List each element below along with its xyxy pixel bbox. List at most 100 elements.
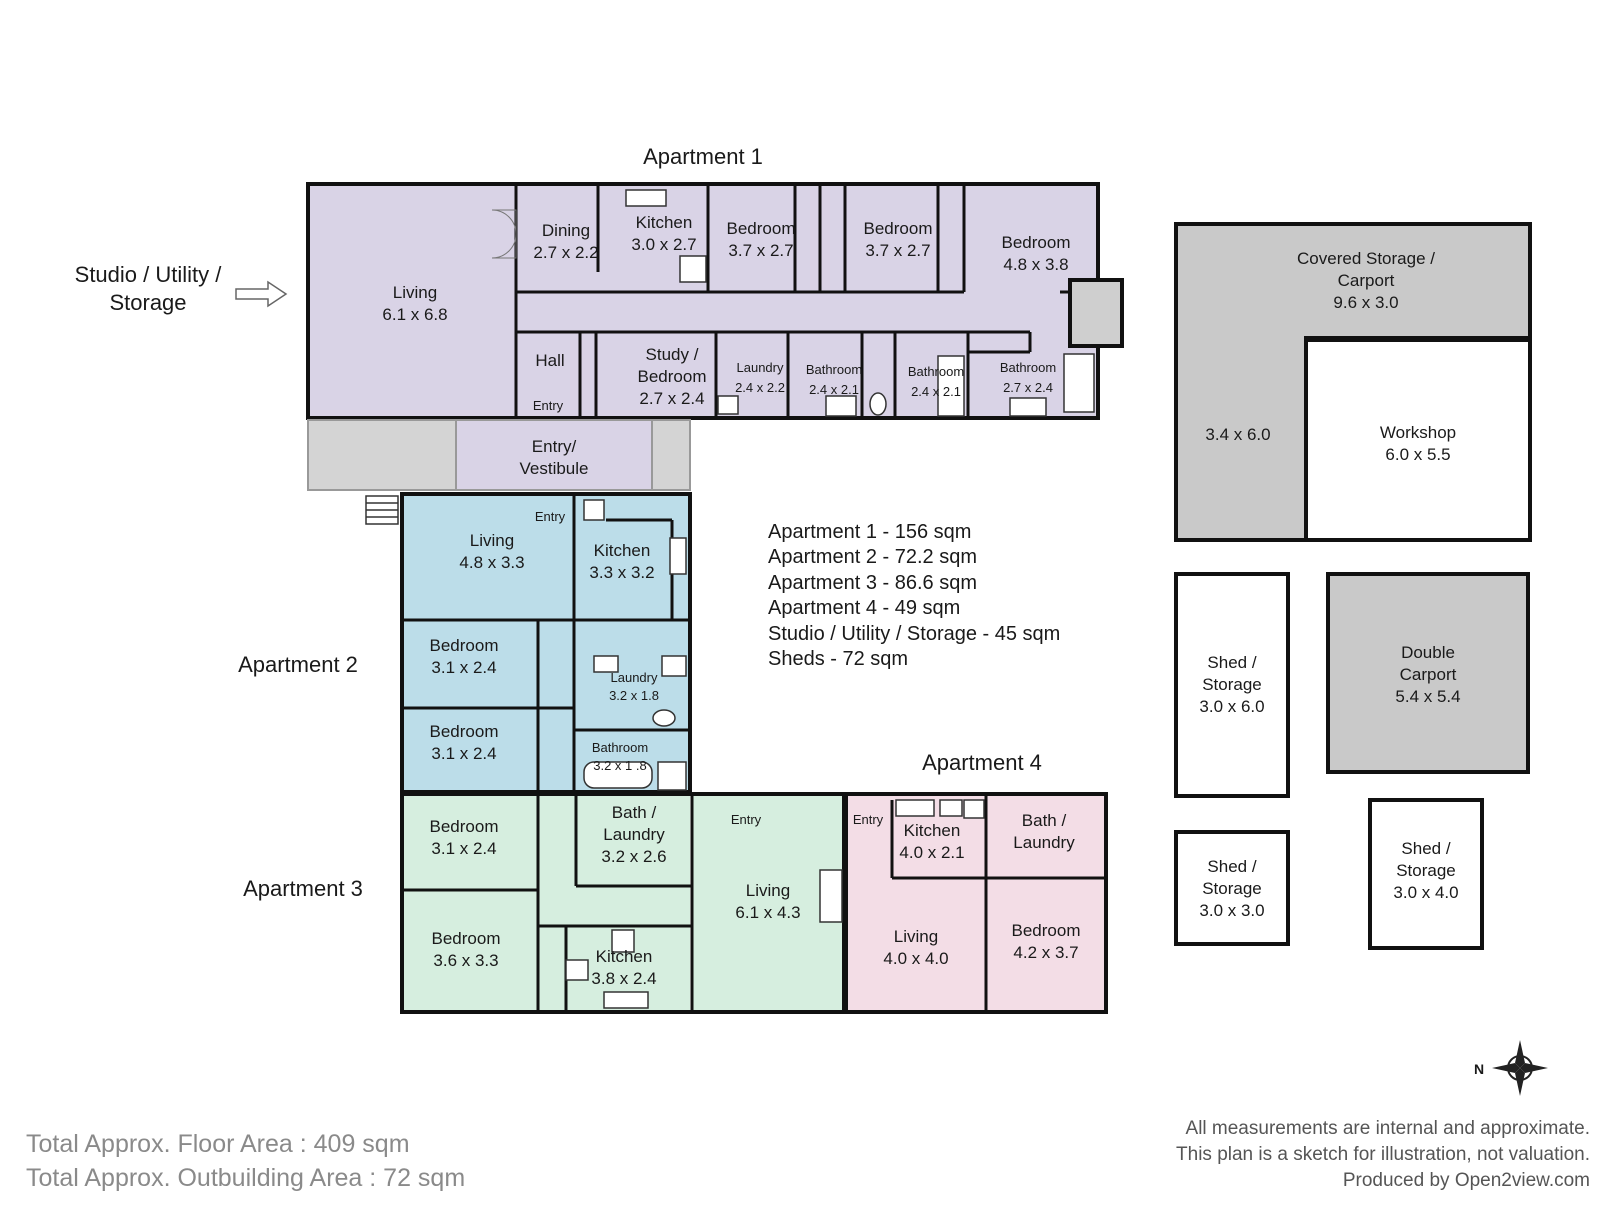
room-name: Living: [894, 927, 938, 946]
room-a1-bathroom-2: Bathroom 2.4 x 2.1: [908, 364, 964, 399]
room-name-2: Carport: [1338, 271, 1395, 290]
entry-vestibule-room: [455, 419, 653, 491]
room-name-2: Bedroom: [638, 367, 707, 386]
door-icon: [491, 209, 517, 235]
apartment-2: [400, 492, 692, 794]
area-line: Apartment 3 - 86.6 sqm: [768, 572, 977, 594]
room-a4-entry: Entry: [853, 812, 884, 827]
stove-icon: [611, 929, 635, 953]
room-size: 3.7 x 2.7: [865, 241, 930, 260]
apartment-4-outline: [844, 792, 1108, 1014]
room-name: Bedroom: [1012, 921, 1081, 940]
room-name: Bedroom: [430, 722, 499, 741]
room-size: 3.1 x 2.4: [431, 744, 496, 763]
label-workshop: Workshop 6.0 x 5.5: [1380, 423, 1456, 464]
room-name-2: Vestibule: [520, 459, 589, 478]
room-a4-kitchen: Kitchen 4.0 x 2.1: [899, 821, 964, 862]
room-name: Bedroom: [432, 929, 501, 948]
shower-icon: [937, 355, 965, 417]
room-a1-dining: Dining 2.7 x 2.2: [533, 221, 598, 262]
room-name: Living: [470, 531, 514, 550]
toilet-icon: [869, 392, 887, 416]
room-size: 6.1 x 6.8: [382, 305, 447, 324]
disclaimer-line-3: Produced by Open2view.com: [1343, 1170, 1590, 1191]
apartment-4-fill: [846, 794, 1106, 1012]
room-name: Entry/: [532, 437, 577, 456]
double-carport: [1326, 572, 1530, 774]
room-a3-kitchen: Kitchen 3.8 x 2.4: [591, 947, 656, 988]
room-name: Study /: [646, 345, 699, 364]
toilet-icon: [652, 709, 676, 727]
shed-storage-2: [1174, 830, 1290, 946]
room-size: 5.4 x 5.4: [1395, 687, 1460, 706]
room-size: 3.0 x 2.7: [631, 235, 696, 254]
disclaimer-line-2: This plan is a sketch for illustration, …: [1176, 1144, 1590, 1165]
room-size: 4.0 x 4.0: [883, 949, 948, 968]
room-size: 2.4 x 2.1: [911, 384, 961, 399]
room-size: 4.8 x 3.3: [459, 553, 524, 572]
room-size: 3.0 x 3.0: [1199, 901, 1264, 920]
room-name: Bedroom: [430, 636, 499, 655]
room-size: 9.6 x 3.0: [1333, 293, 1398, 312]
label-shed-1: Shed / Storage 3.0 x 6.0: [1199, 653, 1264, 716]
room-a1-study: Study / Bedroom 2.7 x 2.4: [638, 345, 707, 408]
dishwasher-icon: [939, 799, 963, 817]
deck-area: [307, 419, 457, 491]
room-a3-bath-laundry: Bath / Laundry 3.2 x 2.6: [601, 803, 666, 866]
apartment-1: [306, 182, 1100, 420]
room-size: 3.1 x 2.4: [431, 839, 496, 858]
room-size: 2.4 x 2.2: [735, 380, 785, 395]
room-name: Bathroom: [1000, 360, 1056, 375]
room-a3-entry: Entry: [731, 812, 762, 827]
room-name: Bath /: [1022, 811, 1067, 830]
area-line: Apartment 1 - 156 sqm: [768, 521, 971, 543]
room-name: Shed /: [1207, 653, 1256, 672]
room-a1-bedroom-3: Bedroom 4.8 x 3.8: [1002, 233, 1071, 274]
room-size: 3.1 x 2.4: [431, 658, 496, 677]
area-line: Apartment 4 - 49 sqm: [768, 597, 960, 619]
room-name: Bathroom: [592, 740, 648, 755]
room-a1-bedroom-2: Bedroom 3.7 x 2.7: [864, 219, 933, 260]
room-name: Shed /: [1401, 839, 1450, 858]
fireplace-icon: [819, 869, 843, 923]
laundry-tub-icon: [717, 395, 739, 415]
apartment-1-title: Apartment 1: [643, 144, 763, 169]
room-a2-bathroom: Bathroom 3.2 x 1 .8: [592, 740, 648, 773]
chimney-block: [1068, 278, 1124, 348]
label-shed-2: Shed / Storage 3.0 x 3.0: [1199, 857, 1264, 920]
room-name: Workshop: [1380, 423, 1456, 442]
room-a2-bedroom-1: Bedroom 3.1 x 2.4: [430, 636, 499, 677]
room-size: 3.7 x 2.7: [728, 241, 793, 260]
studio-title-line1: Studio / Utility /: [75, 262, 223, 287]
room-size: 3.8 x 2.4: [591, 969, 656, 988]
room-size: 3.2 x 1 .8: [593, 758, 646, 773]
apartment-3-title: Apartment 3: [243, 876, 363, 901]
area-line: Sheds - 72 sqm: [768, 648, 908, 670]
area-line: Studio / Utility / Storage - 45 sqm: [768, 623, 1060, 645]
room-name: Bathroom: [806, 362, 862, 377]
bathtub-icon: [1063, 353, 1095, 413]
room-size: 3.2 x 1.8: [609, 688, 659, 703]
washer-icon: [661, 655, 687, 677]
shed-storage-1: [1174, 572, 1290, 798]
room-a3-living: Living 6.1 x 4.3: [735, 881, 800, 922]
room-name: Dining: [542, 221, 590, 240]
area-summary: Apartment 1 - 156 sqm Apartment 2 - 72.2…: [768, 521, 1060, 670]
room-size: 3.0 x 4.0: [1393, 883, 1458, 902]
room-name: Bath /: [612, 803, 657, 822]
room-size: 4.2 x 3.7: [1013, 943, 1078, 962]
room-size: 2.7 x 2.4: [1003, 380, 1053, 395]
label-double-carport: Double Carport 5.4 x 5.4: [1395, 643, 1460, 706]
room-size: 2.7 x 2.4: [639, 389, 704, 408]
basin-icon: [825, 395, 857, 417]
room-size: 4.0 x 2.1: [899, 843, 964, 862]
room-size: 4.8 x 3.8: [1003, 255, 1068, 274]
apartment-3-fill: [402, 794, 690, 1012]
room-size: 3.2 x 2.6: [601, 847, 666, 866]
room-a2-laundry: Laundry 3.2 x 1.8: [609, 670, 659, 703]
studio-title-line2: Storage: [109, 290, 186, 315]
disclaimer-line-1: All measurements are internal and approx…: [1186, 1118, 1590, 1139]
room-name: Kitchen: [636, 213, 693, 232]
area-line: Apartment 2 - 72.2 sqm: [768, 546, 977, 568]
compass-letter: N: [1474, 1061, 1484, 1077]
